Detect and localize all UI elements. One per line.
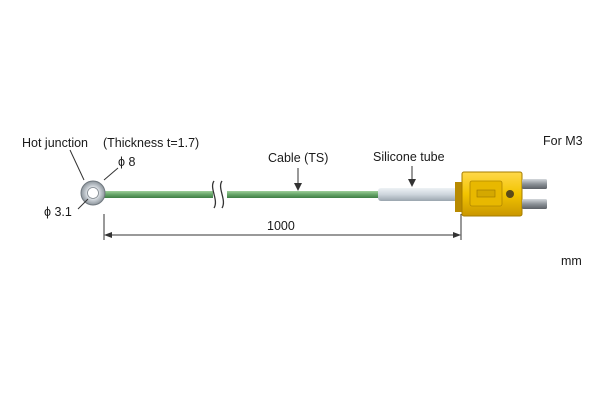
cable bbox=[101, 191, 381, 198]
connector bbox=[455, 171, 523, 217]
connector-screw-hole bbox=[506, 190, 514, 198]
phi-8-label: ϕ 8 bbox=[118, 155, 135, 169]
phi-8-leader bbox=[103, 167, 119, 181]
length-dimension-line bbox=[103, 214, 462, 240]
silicone-tube bbox=[378, 188, 462, 201]
silicone-tube-label: Silicone tube bbox=[373, 150, 445, 164]
thickness-label: (Thickness t=1.7) bbox=[103, 136, 199, 150]
hot-junction-label: Hot junction bbox=[22, 136, 88, 150]
hot-junction-ring bbox=[80, 180, 106, 206]
cable-label: Cable (TS) bbox=[268, 151, 328, 165]
phi-3-1-label: ϕ 3.1 bbox=[44, 205, 72, 219]
unit-label: mm bbox=[561, 254, 582, 268]
silicone-tube-arrow bbox=[408, 166, 416, 187]
cable-break-mark bbox=[211, 180, 227, 209]
connector-pin-top bbox=[522, 179, 547, 189]
connector-pin-bottom bbox=[522, 199, 547, 209]
phi-3-1-leader bbox=[77, 198, 89, 210]
hot-junction-leader bbox=[69, 149, 85, 181]
for-m3-label: For M3 bbox=[543, 134, 583, 148]
cable-arrow bbox=[294, 168, 302, 191]
length-value: 1000 bbox=[267, 219, 295, 233]
